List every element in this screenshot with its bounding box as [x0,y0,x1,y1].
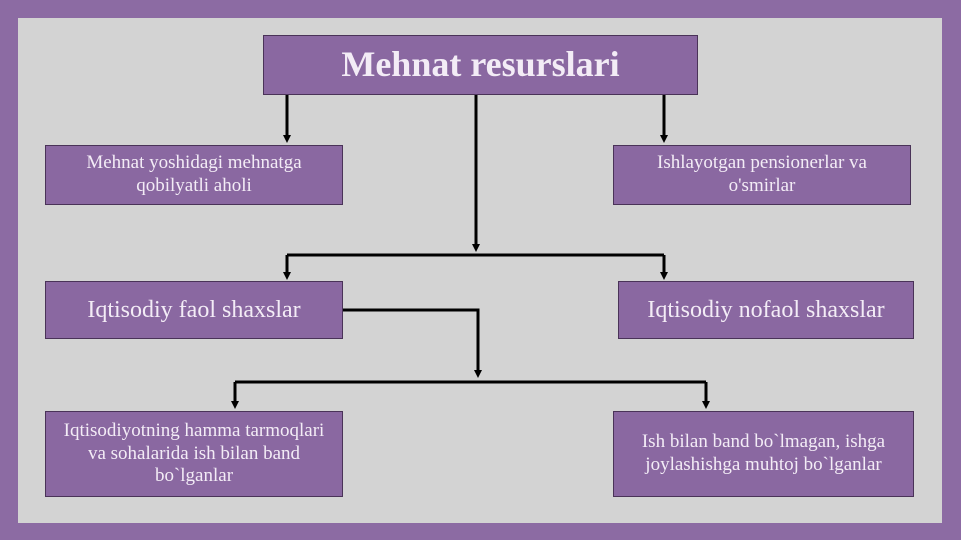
node-working-pensioners-teens: Ishlayotgan pensionerlar va o'smirlar [613,145,911,205]
node-economically-inactive: Iqtisodiy nofaol shaxslar [618,281,914,339]
node-employed: Iqtisodiyotning hamma tarmoqlari va soha… [45,411,343,497]
node-unemployed: Ish bilan band bo`lmagan, ishga joylashi… [613,411,914,497]
node-root: Mehnat resurslari [263,35,698,95]
arrow-faol-to-branch [343,308,482,378]
node-economically-active: Iqtisodiy faol shaxslar [45,281,343,339]
node-working-age-population: Mehnat yoshidagi mehnatga qobilyatli aho… [45,145,343,205]
